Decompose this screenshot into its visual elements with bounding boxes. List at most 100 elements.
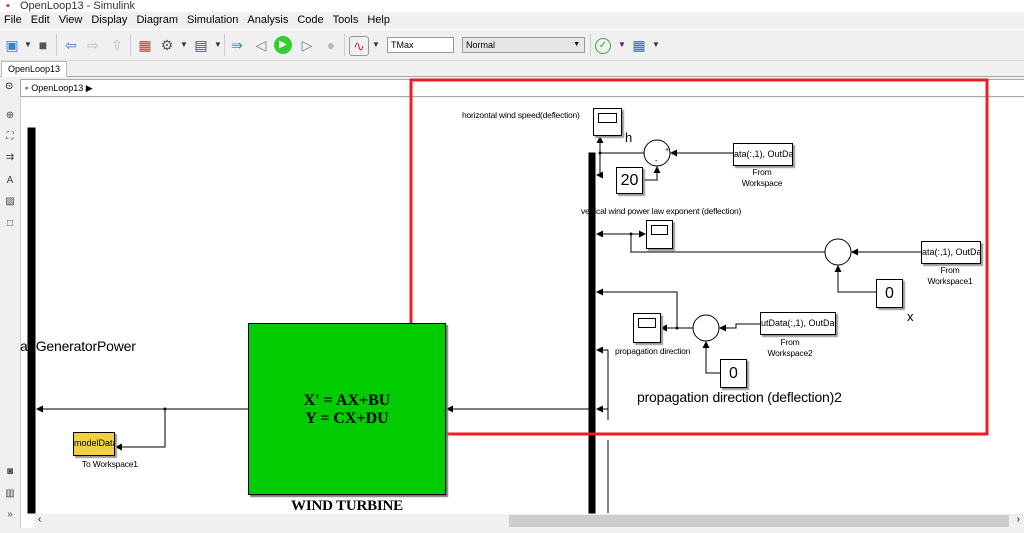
chevron-down-icon[interactable]: ▼ — [180, 40, 188, 49]
plus-sign: + — [665, 147, 669, 154]
from-workspace1-block[interactable]: ata(:,1), OutDa — [921, 241, 981, 264]
scope3-label: propagation direction — [615, 346, 691, 356]
menu-analysis[interactable]: Analysis — [247, 14, 289, 26]
scope-block-3[interactable] — [633, 313, 661, 343]
chevron-right-icon[interactable]: ▶ — [85, 83, 93, 93]
fit-view-icon[interactable]: ⛶ — [6, 131, 14, 142]
state-equation: X' = AX+BU — [303, 392, 391, 409]
check-icon[interactable]: ✓ — [595, 38, 611, 54]
wind-turbine-block[interactable]: X' = AX+BU Y = CX+DU — [248, 323, 446, 495]
scope-block-1[interactable] — [593, 108, 622, 136]
label-line: From — [780, 337, 800, 347]
up-icon[interactable]: ⇧ — [111, 37, 123, 53]
chevron-down-icon[interactable]: ▼ — [214, 40, 222, 49]
tab-openloop13[interactable]: OpenLoop13 — [1, 61, 68, 77]
chevron-down-icon[interactable]: ▼ — [24, 40, 32, 49]
gear-icon[interactable]: ⚙ — [160, 37, 174, 53]
scope2-label: vertical wind power law exponent (deflec… — [581, 206, 742, 216]
menu-bar: File Edit View Display Diagram Simulation Anal… — [0, 12, 1024, 29]
scrollbar-thumb[interactable] — [509, 515, 1009, 527]
area-icon[interactable]: □ — [6, 218, 14, 229]
model-explorer-icon[interactable]: ▤ — [194, 37, 208, 53]
menu-display[interactable]: Display — [91, 14, 128, 26]
label-line: Workspace — [741, 178, 783, 188]
zoom-icon[interactable]: ⊕ — [5, 110, 15, 121]
menu-simulation[interactable]: Simulation — [187, 14, 239, 26]
menu-help[interactable]: Help — [367, 14, 390, 26]
back-icon[interactable]: ⇦ — [65, 37, 77, 53]
sum-block-2 — [824, 238, 852, 266]
demux-bus-left — [27, 127, 36, 514]
menu-code[interactable]: Code — [297, 14, 324, 26]
step-back-icon[interactable]: ◁ — [255, 37, 267, 53]
scope1-label: horizontal wind speed(deflection) — [462, 110, 580, 120]
label-line: From — [752, 167, 772, 177]
report-icon[interactable]: ▥ — [5, 488, 15, 499]
annotation-text: propagation direction (deflection)2 — [637, 389, 842, 405]
update-diagram-icon[interactable]: ⇛ — [231, 37, 243, 53]
menu-file[interactable]: File — [4, 14, 22, 26]
menu-view[interactable]: View — [58, 14, 83, 26]
window-title: OpenLoop13 - Simulink — [20, 0, 135, 12]
output-equation: Y = CX+DU — [305, 410, 389, 427]
scope-block-2[interactable] — [646, 220, 673, 249]
new-model-icon[interactable]: ▣ — [5, 37, 19, 53]
scroll-left-icon[interactable]: ‹ — [38, 514, 42, 525]
chevron-down-icon: ▼ — [573, 41, 580, 48]
from-workspace-block[interactable]: ata(:,1), OutDa — [733, 143, 793, 166]
horizontal-scrollbar[interactable]: ‹ › — [34, 514, 1024, 528]
forward-icon[interactable]: ⇨ — [87, 37, 99, 53]
library-browser-icon[interactable]: ▦ — [138, 37, 152, 53]
grid-icon[interactable]: ▦ — [632, 37, 646, 53]
model-icon: ▪ — [25, 83, 29, 93]
palette: ⊕ ⛶ ⇉ A ▨ □ ◙ ▥ » — [0, 98, 21, 533]
status-bar — [0, 528, 1024, 533]
menu-edit[interactable]: Edit — [30, 14, 50, 26]
simulation-mode-value: Normal — [466, 40, 496, 50]
scope-viewer-icon[interactable]: ∿ — [349, 36, 369, 56]
constant-block-0[interactable]: 0 — [720, 359, 747, 388]
stop-time-input[interactable]: TMax — [387, 37, 454, 53]
title-bar: ▪ OpenLoop13 - Simulink — [0, 0, 1024, 12]
to-workspace-block[interactable]: modelData — [73, 432, 115, 456]
annotation-icon[interactable]: A — [6, 175, 14, 186]
wind-turbine-label: WIND TURBINE — [291, 498, 403, 514]
stop-icon[interactable]: ● — [326, 37, 336, 53]
label-line: Workspace1 — [927, 276, 973, 286]
expand-icon[interactable]: » — [7, 509, 13, 520]
camera-icon[interactable]: ◙ — [6, 466, 14, 477]
constant-block-20[interactable]: 20 — [616, 167, 643, 194]
menu-diagram[interactable]: Diagram — [136, 14, 179, 26]
image-icon[interactable]: ▨ — [5, 196, 15, 207]
from-workspace2-block[interactable]: utData(:,1), OutData(:,4 — [760, 312, 836, 335]
separator — [224, 34, 225, 56]
hide-explorer-icon[interactable]: ⊙ — [5, 81, 14, 92]
toolbar: ▣▼ ■ ⇦ ⇨ ⇧ ▦ ⚙▼ ▤▼ ⇛ ◁ ▶ ▷ ● ∿▼ TMax Nor… — [0, 30, 1024, 61]
run-icon[interactable]: ▶ — [274, 36, 292, 54]
chevron-down-icon[interactable]: ▼ — [618, 40, 626, 49]
menu-tools[interactable]: Tools — [332, 14, 359, 26]
sum-block-3 — [692, 314, 720, 342]
simulation-mode-select[interactable]: Normal ▼ — [462, 37, 585, 53]
separator — [590, 34, 591, 56]
highlight-box — [409, 78, 989, 436]
separator — [130, 34, 131, 56]
scroll-right-icon[interactable]: › — [1016, 514, 1020, 525]
label-line: Workspace2 — [767, 348, 813, 358]
x-label: x — [907, 309, 914, 324]
constant-block-x[interactable]: 0 — [876, 279, 903, 308]
mux-bus-right — [588, 152, 596, 514]
app-icon: ▪ — [6, 0, 10, 12]
step-forward-icon[interactable]: ▷ — [301, 37, 313, 53]
label-line: From — [940, 265, 960, 275]
save-icon[interactable]: ■ — [38, 37, 48, 53]
arrow-icon[interactable]: ⇉ — [5, 152, 15, 163]
to-workspace-label: To Workspace1 — [82, 459, 138, 469]
chevron-down-icon[interactable]: ▼ — [372, 40, 380, 49]
chevron-down-icon[interactable]: ▼ — [652, 40, 660, 49]
breadcrumb-item[interactable]: OpenLoop13 — [31, 83, 84, 93]
tab-bar: OpenLoop13 — [0, 61, 1024, 77]
